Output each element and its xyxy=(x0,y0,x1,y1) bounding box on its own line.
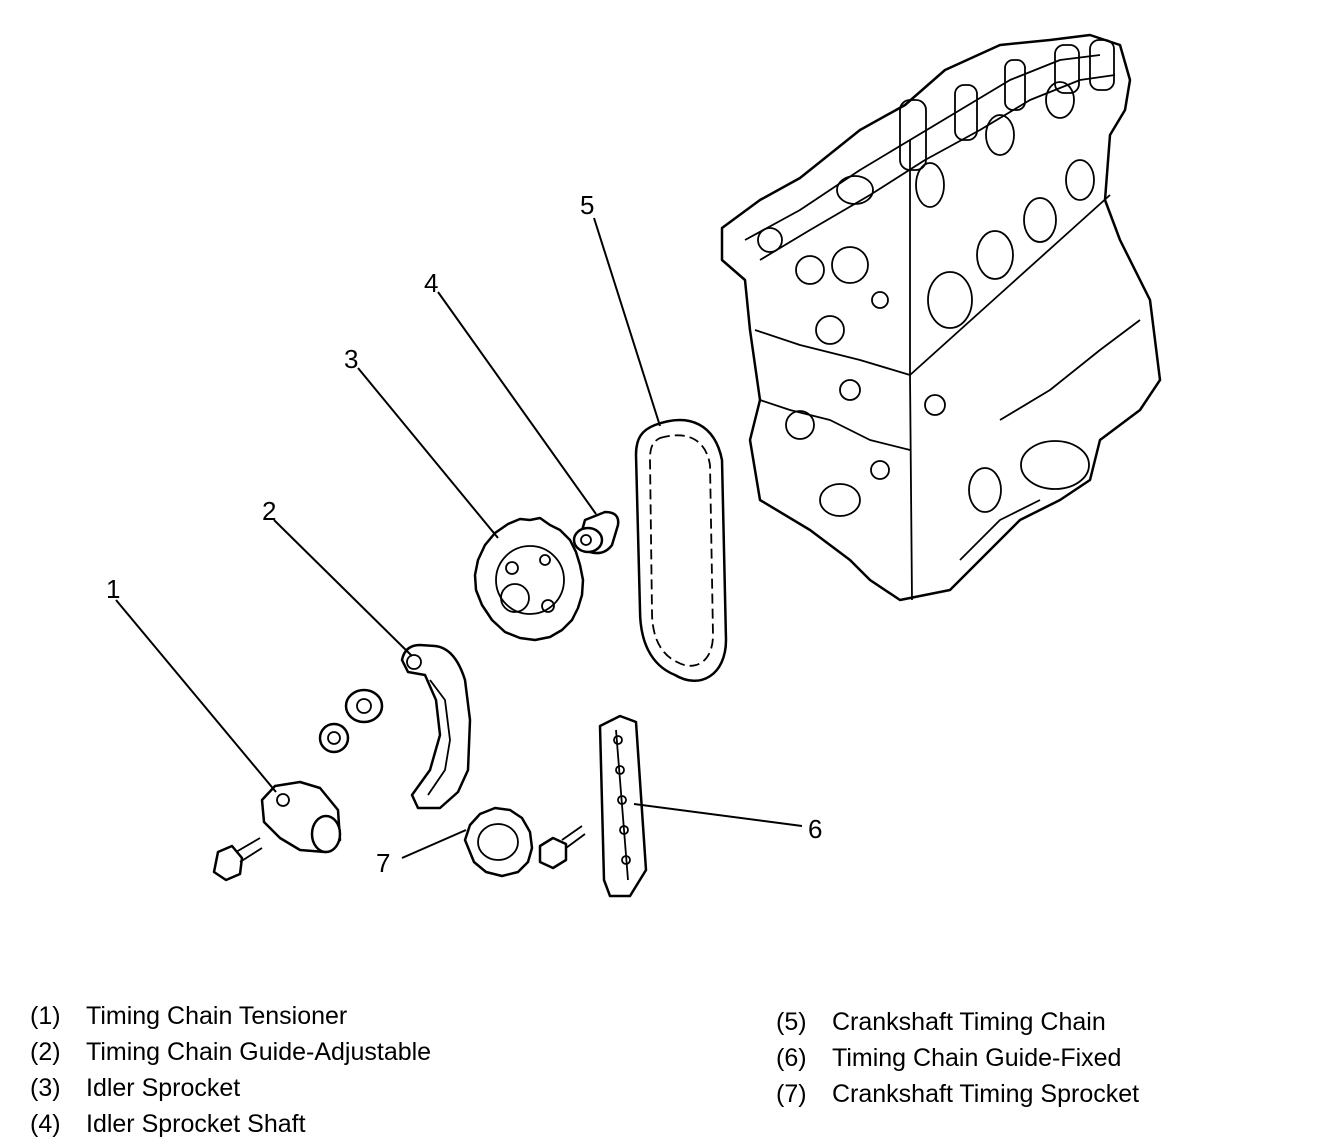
callout-2: 2 xyxy=(262,496,276,526)
timing-chain-guide-fixed xyxy=(598,714,648,898)
idler-sprocket-shaft xyxy=(572,510,620,555)
callout-6: 6 xyxy=(808,814,822,844)
leader-line-6 xyxy=(633,803,803,827)
legend-label: Timing Chain Guide-Adjustable xyxy=(86,1038,432,1066)
legend-item: (5) Crankshaft Timing Chain xyxy=(776,1004,1139,1040)
guide-bolt xyxy=(538,825,586,870)
nut-pair xyxy=(318,688,384,754)
legend-item: (7) Crankshaft Timing Sprocket xyxy=(776,1076,1139,1112)
leader-line-4 xyxy=(437,291,597,515)
callout-4: 4 xyxy=(424,268,438,298)
timing-chain-guide-adjustable xyxy=(400,643,472,810)
legend-item: (1) Timing Chain Tensioner xyxy=(30,998,431,1034)
legend-label: Crankshaft Timing Chain xyxy=(832,1008,1106,1036)
legend-right-column: (5) Crankshaft Timing Chain (6) Timing C… xyxy=(776,1004,1139,1112)
legend-item: (4) Idler Sprocket Shaft xyxy=(30,1106,431,1142)
legend-number: (1) xyxy=(30,1002,61,1030)
crankshaft-timing-chain xyxy=(634,418,728,682)
callout-7: 7 xyxy=(376,848,390,878)
legend-label: Crankshaft Timing Sprocket xyxy=(832,1080,1140,1108)
callout-3: 3 xyxy=(344,344,358,374)
leader-line-7 xyxy=(401,829,467,859)
leader-line-1 xyxy=(115,599,277,793)
tensioner-bolt xyxy=(212,837,263,882)
callout-1: 1 xyxy=(106,574,120,604)
legend-label: Timing Chain Guide-Fixed xyxy=(832,1044,1122,1072)
legend-number: (4) xyxy=(30,1110,61,1138)
crankshaft-timing-sprocket xyxy=(463,806,534,878)
legend-number: (2) xyxy=(30,1038,61,1066)
legend-item: (6) Timing Chain Guide-Fixed xyxy=(776,1040,1139,1076)
callout-5: 5 xyxy=(580,190,594,220)
legend-item: (3) Idler Sprocket xyxy=(30,1070,431,1106)
legend-number: (3) xyxy=(30,1074,61,1102)
exploded-timing-diagram: 1 2 3 4 5 6 7 xyxy=(106,33,1162,898)
legend-number: (5) xyxy=(776,1008,807,1036)
leader-line-2 xyxy=(273,519,413,657)
leader-line-3 xyxy=(357,367,499,539)
legend-label: Idler Sprocket Shaft xyxy=(86,1110,306,1138)
legend-left-column: (1) Timing Chain Tensioner (2) Timing Ch… xyxy=(30,998,431,1142)
legend-label: Idler Sprocket xyxy=(86,1074,241,1102)
legend-number: (7) xyxy=(776,1080,807,1108)
legend-label: Timing Chain Tensioner xyxy=(86,1002,348,1030)
legend-item: (2) Timing Chain Guide-Adjustable xyxy=(30,1034,431,1070)
engine-block-illustration xyxy=(720,33,1162,602)
idler-sprocket xyxy=(473,516,585,642)
timing-chain-tensioner xyxy=(260,780,342,854)
leader-line-5 xyxy=(593,217,661,427)
legend-number: (6) xyxy=(776,1044,807,1072)
